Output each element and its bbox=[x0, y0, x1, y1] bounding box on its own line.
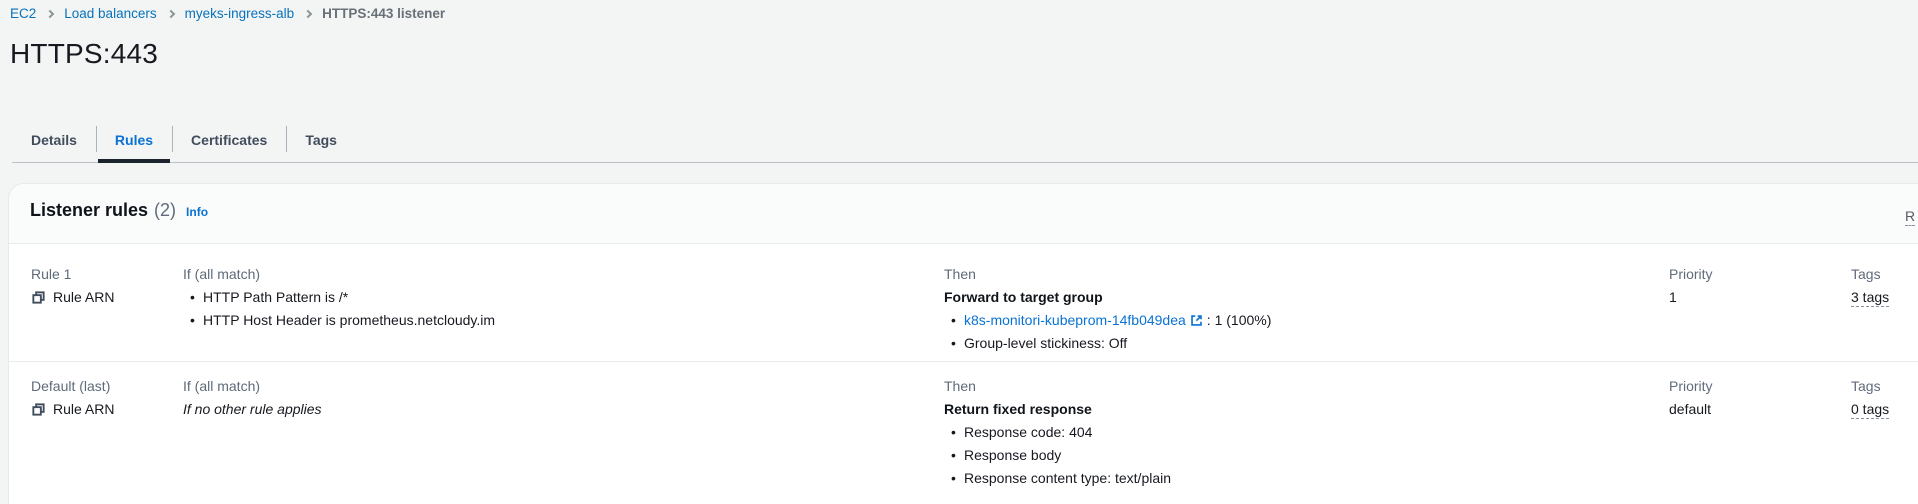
rule-row-1: Rule 1 Rule ARN If (all match) HTTP Path… bbox=[9, 244, 1918, 362]
chevron-right-icon bbox=[46, 9, 55, 18]
rule-row-default: Default (last) Rule ARN If (all match) I… bbox=[9, 362, 1918, 496]
tab-tags[interactable]: Tags bbox=[286, 116, 356, 163]
breadcrumb-current: HTTPS:443 listener bbox=[322, 6, 446, 21]
panel-title: Listener rules bbox=[30, 200, 149, 220]
listener-rules-panel: Listener rules (2) Info R Rule 1 Rule AR… bbox=[8, 183, 1918, 504]
breadcrumb-link-load-balancer-name[interactable]: myeks-ingress-alb bbox=[184, 6, 295, 21]
rule-action-title: Return fixed response bbox=[944, 401, 1092, 417]
rule-action-item: Response content type: text/plain bbox=[951, 467, 1669, 490]
header-action-truncated[interactable]: R bbox=[1905, 208, 1916, 226]
tags-link[interactable]: 0 tags bbox=[1851, 401, 1890, 419]
tab-rules[interactable]: Rules bbox=[95, 116, 172, 163]
copy-icon bbox=[32, 403, 45, 416]
external-link-icon[interactable] bbox=[1190, 314, 1203, 327]
rule-tags-cell: Tags 3 tags bbox=[1851, 263, 1918, 355]
rule-arn-copy[interactable]: Rule ARN bbox=[31, 398, 183, 421]
rule-action-item: Response body bbox=[951, 444, 1669, 467]
copy-icon bbox=[32, 291, 45, 304]
rule-name-cell: Rule 1 Rule ARN bbox=[31, 263, 183, 355]
rule-arn-label: Rule ARN bbox=[53, 401, 115, 417]
listener-rules-header: Listener rules (2) Info R bbox=[9, 184, 1918, 244]
target-group-item: k8s-monitori-kubeprom-14fb049dea : 1 (100… bbox=[951, 309, 1669, 332]
rule-priority-cell: Priority default bbox=[1669, 375, 1851, 490]
chevron-right-icon bbox=[166, 9, 175, 18]
rule-name: Rule 1 bbox=[31, 266, 72, 282]
info-link[interactable]: Info bbox=[186, 205, 209, 219]
breadcrumb-link-load-balancers[interactable]: Load balancers bbox=[64, 6, 157, 21]
if-column-header: If (all match) bbox=[183, 378, 261, 394]
then-column-header: Then bbox=[944, 378, 976, 394]
chevron-right-icon bbox=[303, 9, 313, 18]
tab-certificates[interactable]: Certificates bbox=[172, 116, 286, 163]
target-group-link[interactable]: k8s-monitori-kubeprom-14fb049dea bbox=[964, 312, 1186, 328]
rule-condition: HTTP Host Header is prometheus.netcloudy… bbox=[190, 309, 944, 332]
breadcrumb: EC2 Load balancers myeks-ingress-alb HTT… bbox=[10, 6, 445, 21]
rule-action-title: Forward to target group bbox=[944, 289, 1103, 305]
page-title: HTTPS:443 bbox=[10, 38, 159, 69]
rule-condition: HTTP Path Pattern is /* bbox=[190, 286, 944, 309]
tags-link[interactable]: 3 tags bbox=[1851, 289, 1890, 307]
rule-if-cell: If (all match) HTTP Path Pattern is /* H… bbox=[183, 263, 944, 355]
rule-name-cell: Default (last) Rule ARN bbox=[31, 375, 183, 490]
rule-then-cell: Then Forward to target group k8s-monitor… bbox=[944, 263, 1669, 355]
rule-name: Default (last) bbox=[31, 378, 111, 394]
rule-action-item: Group-level stickiness: Off bbox=[951, 332, 1669, 355]
then-column-header: Then bbox=[944, 266, 976, 282]
rule-arn-copy[interactable]: Rule ARN bbox=[31, 286, 183, 309]
rule-arn-label: Rule ARN bbox=[53, 289, 115, 305]
target-group-weight: : 1 (100%) bbox=[1206, 312, 1272, 328]
rule-priority-cell: Priority 1 bbox=[1669, 263, 1851, 355]
rule-then-cell: Then Return fixed response Response code… bbox=[944, 375, 1669, 490]
priority-column-header: Priority bbox=[1669, 266, 1713, 282]
tags-column-header: Tags bbox=[1851, 378, 1881, 394]
rule-priority-value: 1 bbox=[1669, 289, 1677, 305]
default-rule-note: If no other rule applies bbox=[183, 401, 322, 417]
rule-action-item: Response code: 404 bbox=[951, 421, 1669, 444]
tab-bar: Details Rules Certificates Tags bbox=[12, 116, 1918, 163]
tab-details[interactable]: Details bbox=[31, 131, 77, 148]
panel-count: (2) bbox=[154, 200, 177, 220]
priority-column-header: Priority bbox=[1669, 378, 1713, 394]
tags-column-header: Tags bbox=[1851, 266, 1881, 282]
if-column-header: If (all match) bbox=[183, 266, 261, 282]
rule-if-cell: If (all match) If no other rule applies bbox=[183, 375, 944, 490]
rule-tags-cell: Tags 0 tags bbox=[1851, 375, 1918, 490]
breadcrumb-link-ec2[interactable]: EC2 bbox=[10, 6, 37, 21]
rule-priority-value: default bbox=[1669, 401, 1712, 417]
